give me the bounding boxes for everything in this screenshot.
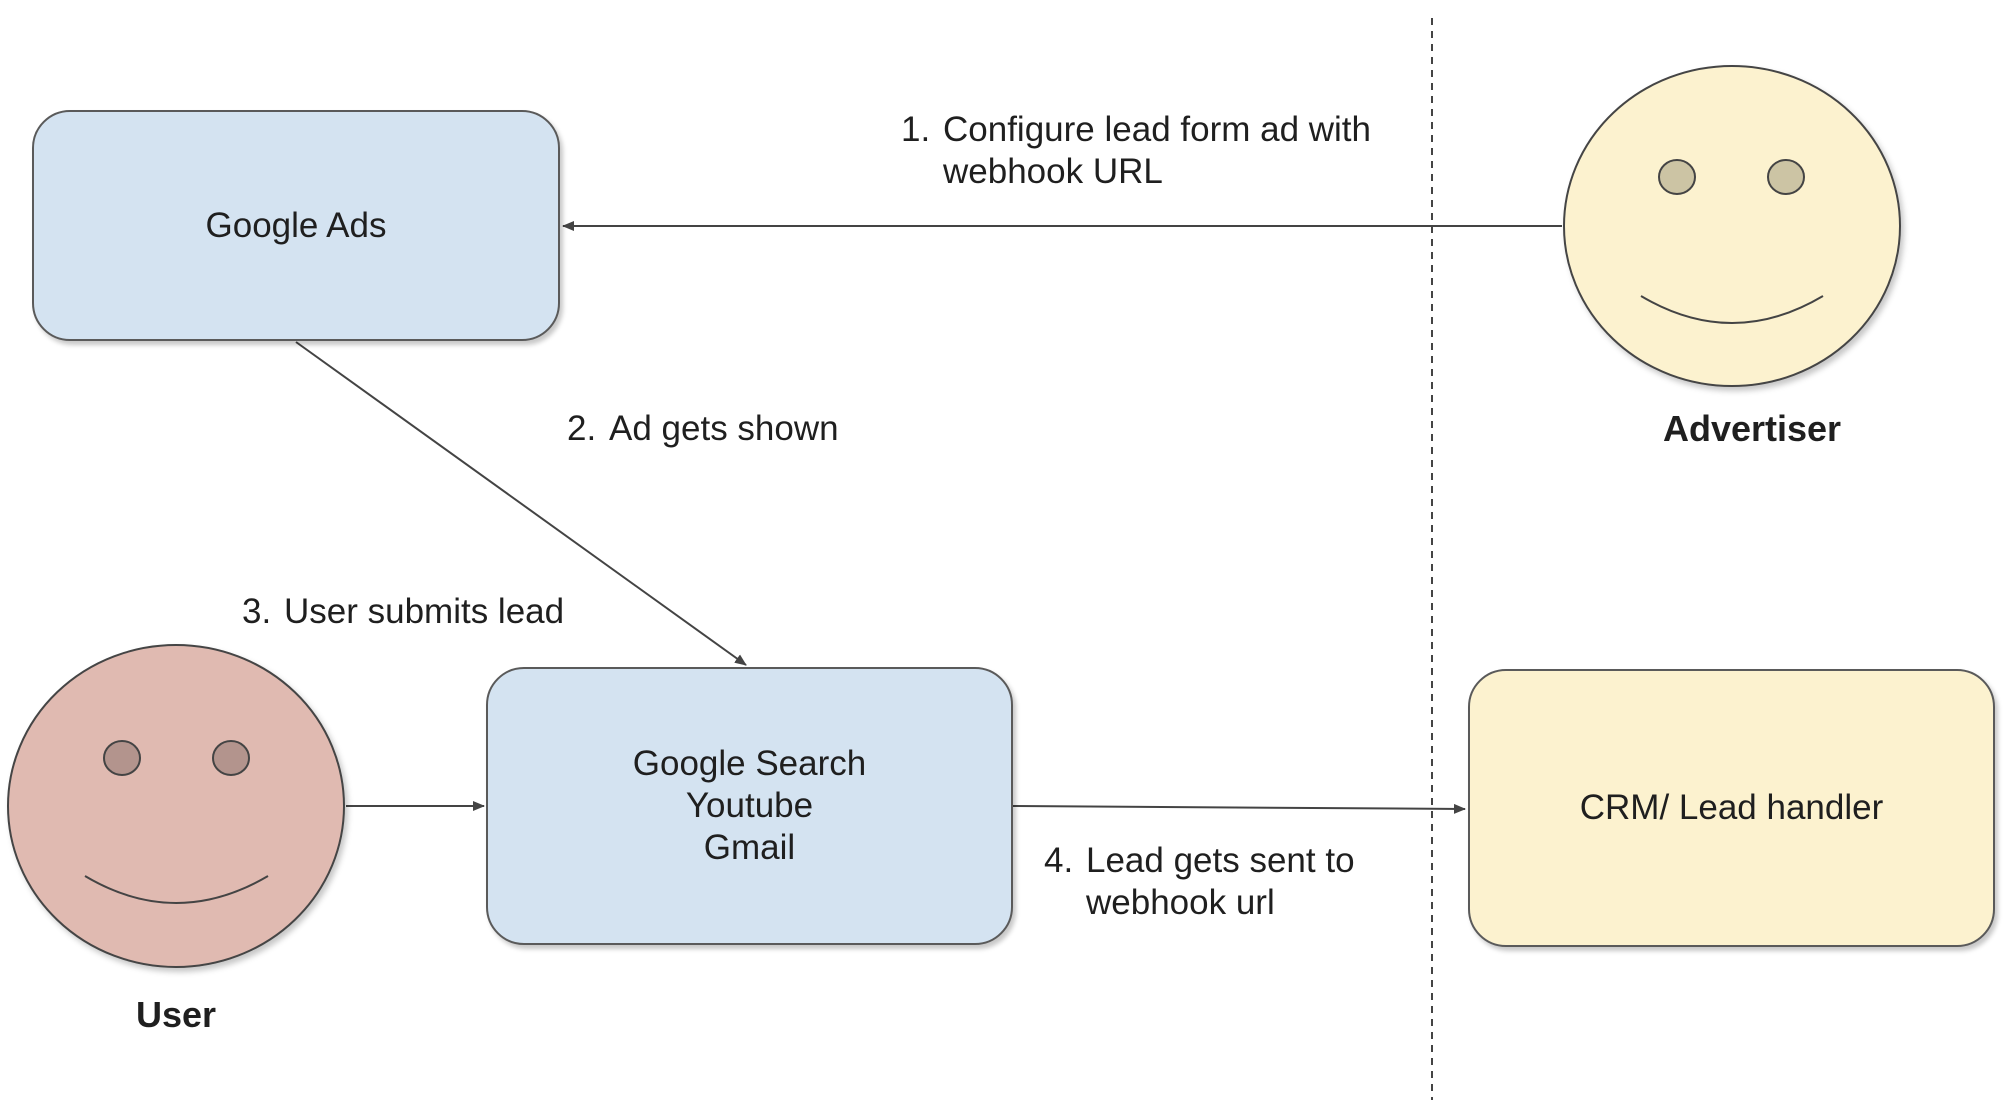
step-3-line-1: User submits lead bbox=[284, 592, 565, 631]
step-4-line-1: Lead gets sent to bbox=[1086, 841, 1355, 880]
step-4-number: 4. bbox=[1044, 841, 1074, 880]
step-1-line-1: Configure lead form ad with bbox=[943, 110, 1371, 149]
step-3-label: 3. User submits lead bbox=[242, 591, 564, 633]
arrow-google-ads-to-surfaces bbox=[295, 341, 747, 666]
google-ads-label: Google Ads bbox=[205, 205, 387, 245]
user-left-eye bbox=[103, 740, 141, 776]
google-ads-node: Google Ads bbox=[32, 110, 560, 341]
step-3-number: 3. bbox=[242, 592, 272, 631]
user-smile bbox=[84, 875, 269, 904]
crm-lead-handler-node: CRM/ Lead handler bbox=[1468, 669, 1995, 947]
advertiser-left-eye bbox=[1658, 159, 1696, 195]
crm-label: CRM/ Lead handler bbox=[1579, 788, 1884, 827]
advertiser-face bbox=[1563, 65, 1901, 387]
advertiser-right-eye bbox=[1767, 159, 1805, 195]
advertiser-smile bbox=[1640, 295, 1824, 324]
advertiser-name: Advertiser bbox=[1662, 408, 1842, 449]
user-face bbox=[7, 644, 345, 968]
surface-google-search: Google Search bbox=[632, 744, 867, 783]
user-face-icon bbox=[7, 644, 345, 968]
surface-gmail: Gmail bbox=[703, 828, 796, 867]
arrow-surfaces-to-crm bbox=[1012, 803, 1466, 814]
user-name: User bbox=[135, 994, 217, 1035]
step-2-number: 2. bbox=[567, 409, 597, 448]
step-4-label: 4. Lead gets sent to webhook url bbox=[1044, 840, 1355, 924]
google-surfaces-node: Google Search Youtube Gmail bbox=[486, 667, 1013, 945]
step-1-label: 1. Configure lead form ad with webhook U… bbox=[901, 109, 1371, 193]
step-4-line-2: webhook url bbox=[1086, 883, 1275, 922]
step-1-line-2: webhook URL bbox=[943, 152, 1163, 191]
user-right-eye bbox=[212, 740, 250, 776]
step-1-number: 1. bbox=[901, 110, 931, 149]
surface-youtube: Youtube bbox=[685, 786, 814, 825]
step-2-line-1: Ad gets shown bbox=[609, 409, 839, 448]
advertiser-face-icon bbox=[1563, 65, 1901, 387]
step-2-label: 2. Ad gets shown bbox=[567, 408, 839, 450]
